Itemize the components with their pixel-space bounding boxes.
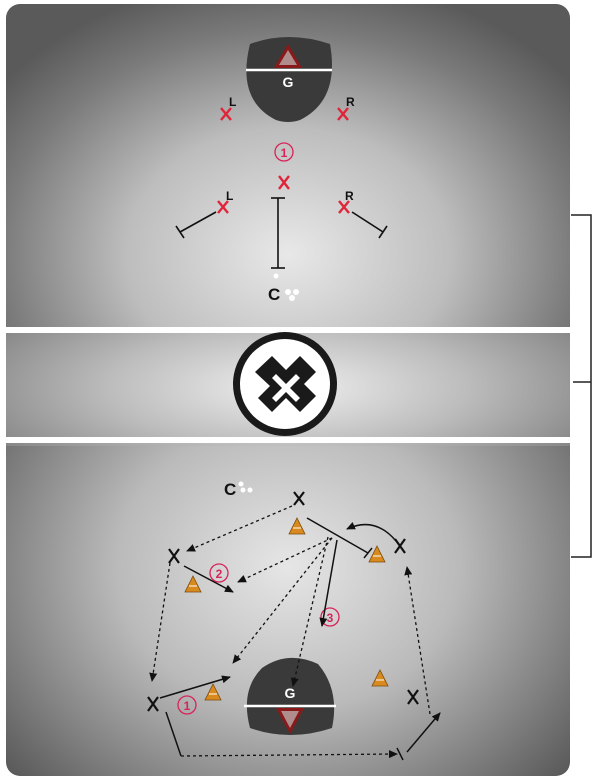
bottom-step-3-badge: 3 <box>320 607 340 627</box>
svg-text:1: 1 <box>281 146 288 160</box>
top-right-wing-run <box>351 211 388 239</box>
midfield-line-top <box>6 327 570 333</box>
bottom-step-1-badge: 1 <box>177 695 197 715</box>
cone-left <box>184 575 202 593</box>
top-center-run-line <box>271 197 285 269</box>
top-left-attack-marker <box>220 107 232 121</box>
top-coach-label: C <box>268 285 280 304</box>
svg-text:1: 1 <box>184 699 191 713</box>
player-bottom-right <box>407 689 419 705</box>
bottom-coach: C <box>224 480 253 499</box>
dashed-pass-arrows <box>149 505 431 759</box>
top-point-marker <box>278 175 290 190</box>
top-right-wing-marker <box>338 200 350 214</box>
solid-run-arrows <box>159 517 441 761</box>
cone-top-center <box>288 517 306 535</box>
player-left <box>168 548 180 564</box>
midfield-line-bottom <box>6 437 570 443</box>
bottom-step-2-badge: 2 <box>209 563 229 583</box>
side-bracket <box>571 214 592 558</box>
top-step-1-badge: 1 <box>274 142 294 162</box>
cone-bottom-right <box>371 669 389 687</box>
lf-logo-icon <box>233 332 337 436</box>
top-left-wing-marker <box>217 200 229 214</box>
bottom-coach-label: C <box>224 480 236 499</box>
top-goal-crease <box>246 37 332 122</box>
player-top <box>293 491 305 506</box>
player-bottom-left <box>147 696 159 712</box>
svg-text:3: 3 <box>327 611 334 625</box>
svg-text:2: 2 <box>216 567 223 581</box>
top-left-wing-run <box>175 211 217 239</box>
top-left-attack-label: L <box>229 95 236 109</box>
top-left-wing-label: L <box>226 189 233 203</box>
top-right-attack-marker <box>337 107 349 121</box>
top-right-attack-label: R <box>346 95 355 109</box>
top-goalie-label: G <box>283 74 294 90</box>
player-right <box>394 538 406 554</box>
cone-right <box>368 545 386 563</box>
bottom-goalie-label: G <box>285 685 296 701</box>
top-coach: C <box>268 273 299 304</box>
top-right-wing-label: R <box>345 189 354 203</box>
cone-bottom-left <box>204 683 222 701</box>
bottom-goal-crease <box>244 657 336 735</box>
